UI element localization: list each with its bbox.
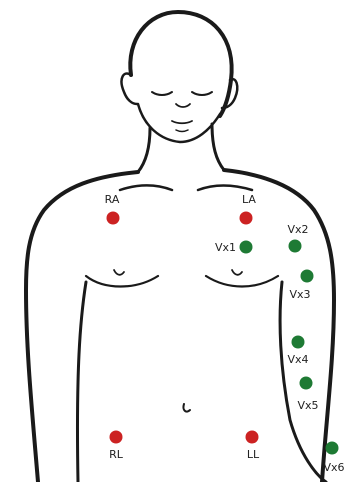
electrode-label-ll: LL (247, 448, 260, 461)
electrode-dot-ra (107, 212, 120, 225)
collarbone-right (198, 186, 252, 191)
electrode-ra: RA (105, 193, 120, 225)
electrode-label-vx3: Vx3 (289, 288, 310, 301)
electrode-vx1: Vx1 (215, 241, 253, 255)
electrode-vx6: Vx6 (323, 442, 344, 475)
electrode-vx4: Vx4 (287, 336, 308, 367)
nipple-right (232, 270, 242, 275)
electrode-label-vx4: Vx4 (287, 353, 308, 366)
electrode-vx2: Vx2 (287, 223, 308, 253)
electrode-dot-vx2 (289, 240, 302, 253)
electrode-dot-la (240, 212, 253, 225)
electrode-vx5: Vx5 (297, 377, 318, 413)
mouth (172, 121, 192, 123)
electrode-vx3: Vx3 (289, 270, 313, 302)
nose (176, 104, 190, 107)
electrode-dot-vx1 (240, 241, 253, 254)
electrode-rl: RL (109, 431, 124, 462)
electrode-label-vx2: Vx2 (287, 223, 308, 236)
left-eye (152, 92, 172, 95)
electrode-label-rl: RL (109, 448, 124, 461)
right-eye (192, 92, 212, 95)
left-inner-arm (77, 282, 86, 482)
left-ear (122, 74, 137, 104)
pectoral-left (86, 276, 158, 287)
electrode-label-vx5: Vx5 (297, 399, 318, 412)
nipple-left (114, 270, 124, 275)
collarbone-left (120, 186, 172, 191)
electrode-dot-vx3 (301, 270, 314, 283)
neck-left (138, 128, 150, 172)
electrode-dot-vx6 (326, 442, 339, 455)
electrode-label-la: LA (242, 193, 256, 206)
electrode-label-vx1: Vx1 (215, 241, 236, 254)
head-outline (130, 12, 231, 116)
electrode-dot-rl (110, 431, 123, 444)
electrode-ll: LL (246, 431, 260, 462)
electrode-label-ra: RA (105, 193, 120, 206)
chin (176, 130, 188, 132)
neck-right (212, 124, 224, 170)
electrode-dot-vx5 (300, 377, 313, 390)
electrode-dot-vx4 (292, 336, 305, 349)
electrode-dot-ll (246, 431, 259, 444)
electrode-la: LA (240, 193, 257, 225)
navel (183, 404, 190, 412)
electrode-label-vx6: Vx6 (323, 461, 344, 474)
pectoral-right (206, 276, 278, 287)
